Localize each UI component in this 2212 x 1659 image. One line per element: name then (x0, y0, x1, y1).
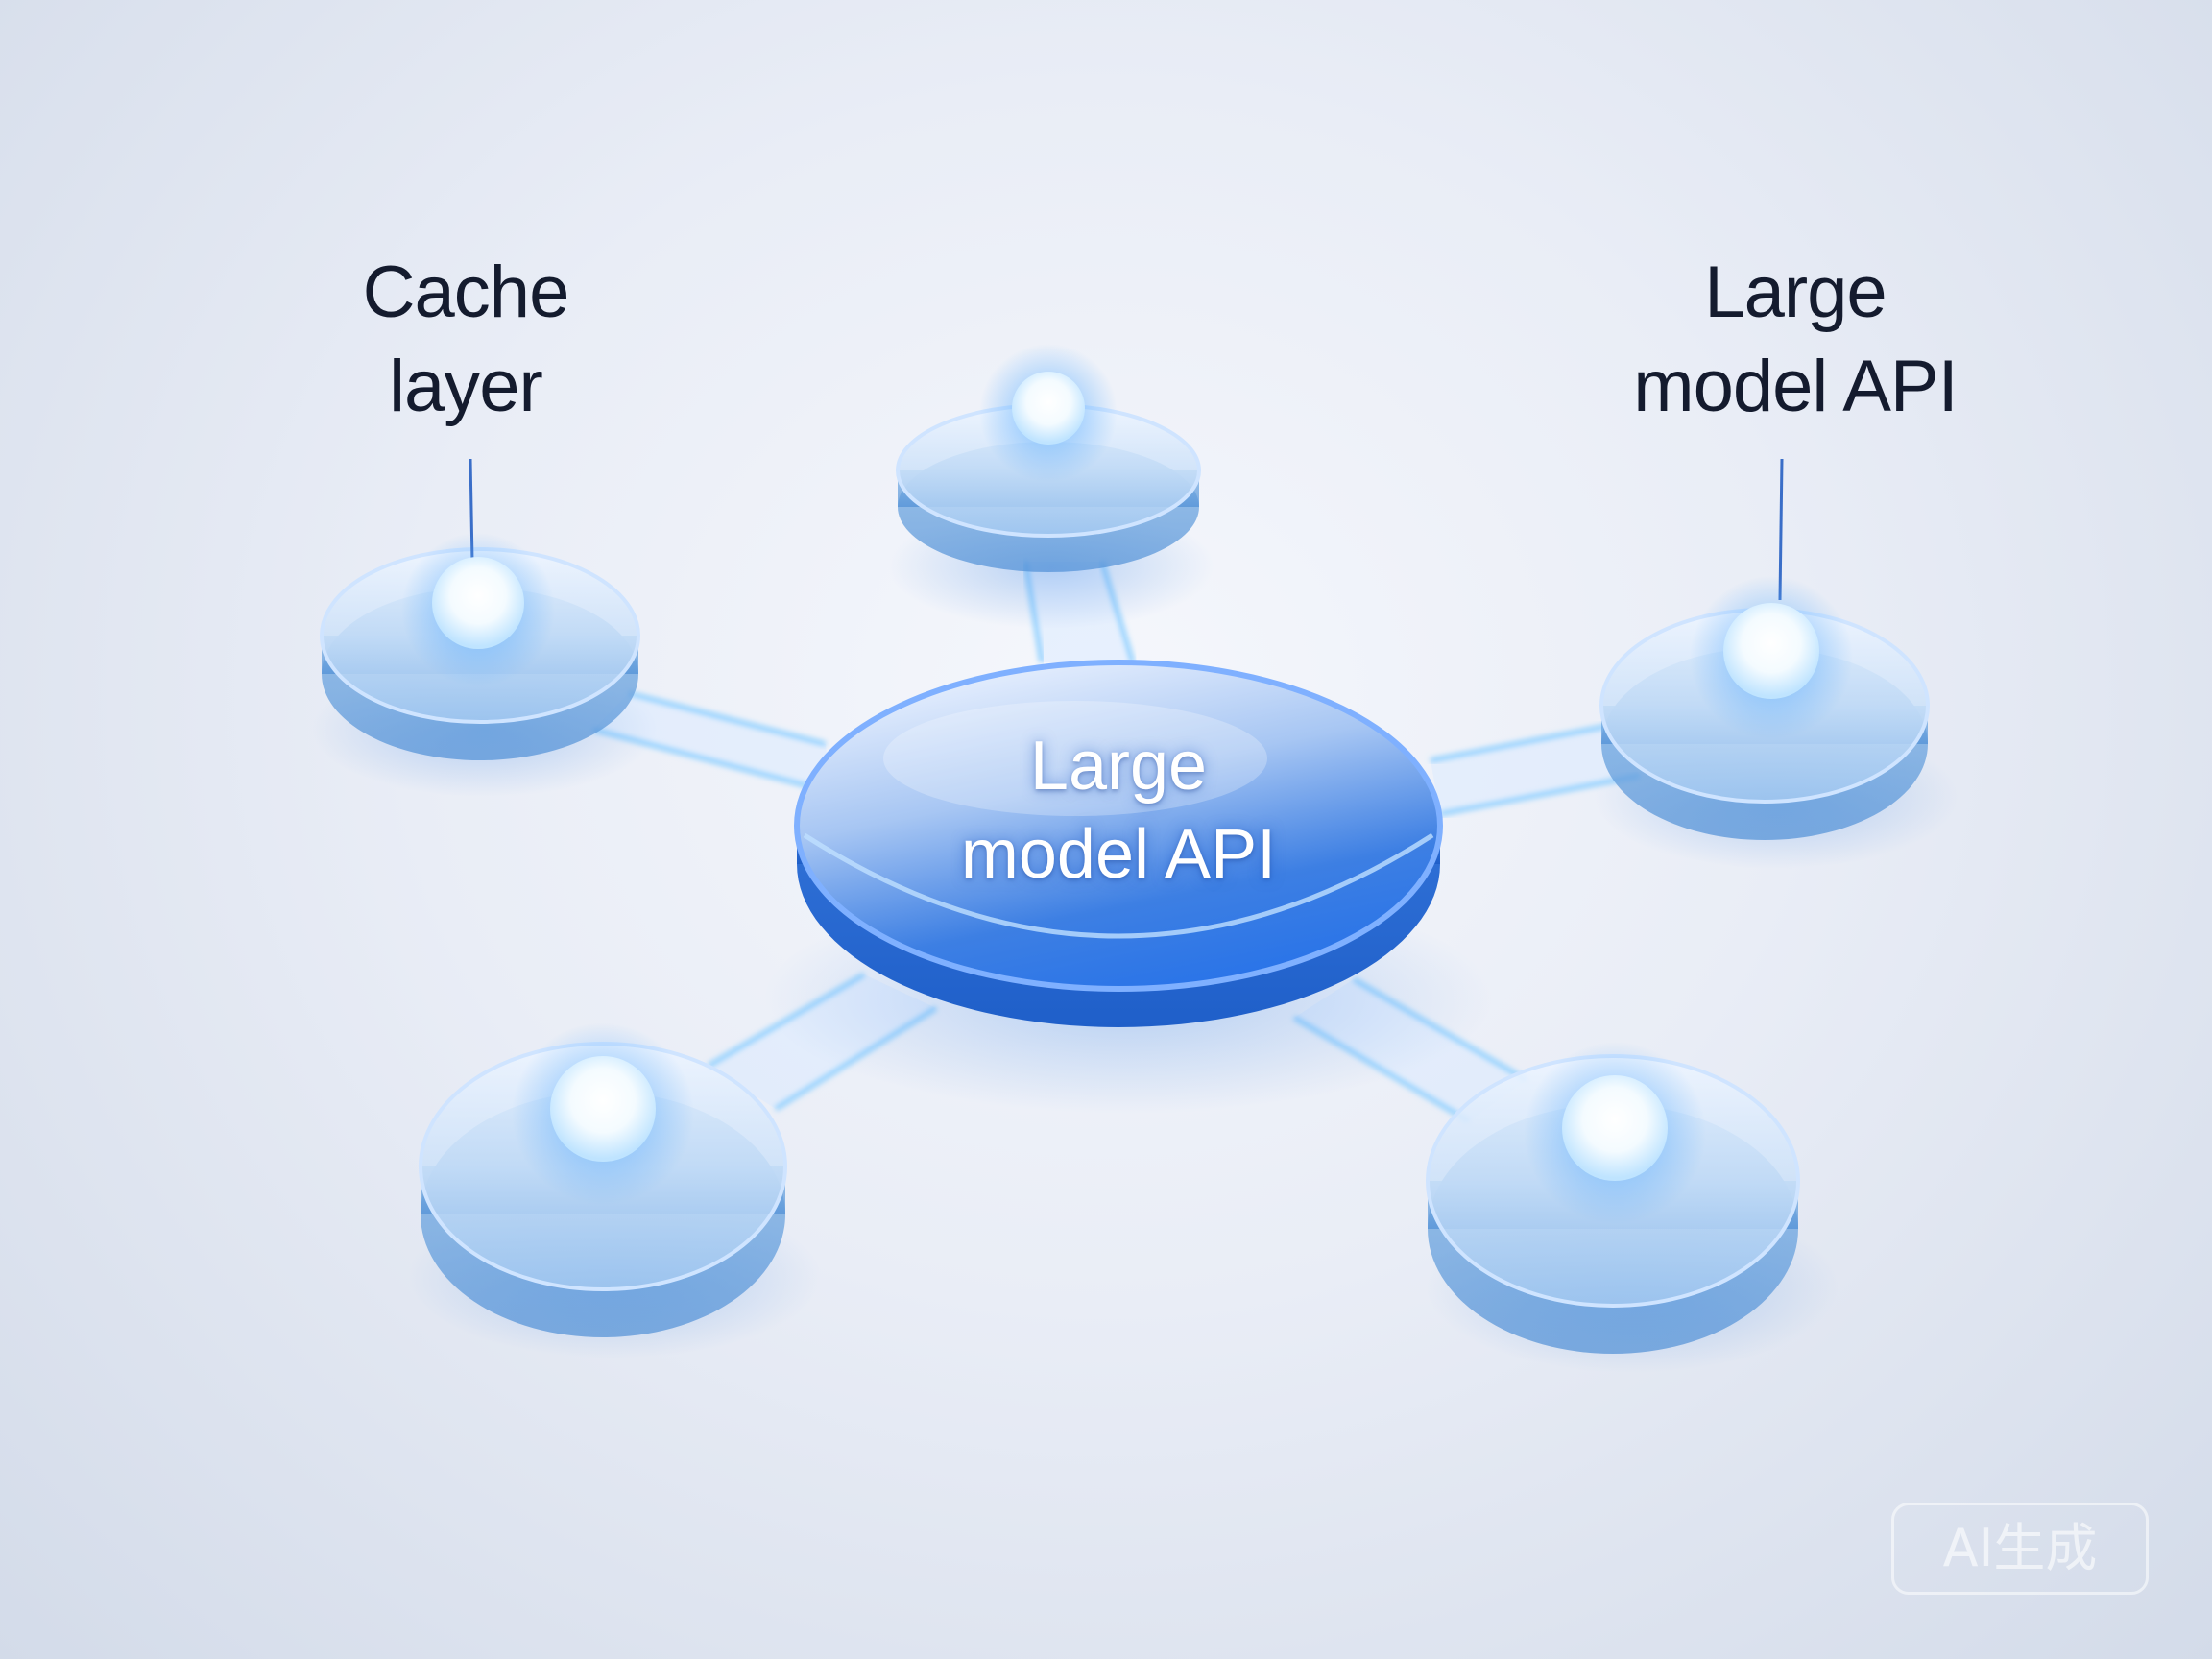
cache-layer-label: Cache layer (274, 246, 658, 434)
ai-generated-watermark: AI生成 (1891, 1503, 2149, 1595)
cache-label-line1: Cache (362, 252, 570, 333)
node-top (888, 344, 1214, 629)
api-label-line2: model API (1633, 346, 1958, 427)
large-model-api-label: Large model API (1536, 246, 2055, 434)
hub-label-line2: model API (960, 816, 1277, 893)
hub-disc (763, 660, 1493, 1114)
node-large-model-api (1594, 458, 1959, 869)
node-cache-layer (312, 458, 658, 797)
node-top-orb (1012, 372, 1085, 445)
node-api-orb (1723, 603, 1819, 699)
node-bottom-left (408, 1022, 821, 1358)
cache-label-line2: layer (389, 346, 543, 427)
node-bottom-right (1426, 1042, 1839, 1373)
api-pointer-line (1778, 458, 1784, 601)
node-cache-orb (432, 557, 524, 649)
node-bottom-right-orb (1562, 1075, 1668, 1181)
hub-label: Large model API (850, 722, 1387, 899)
api-label-line1: Large (1704, 252, 1887, 333)
node-bottom-left-orb (550, 1056, 656, 1162)
hub-label-line1: Large (1029, 728, 1208, 805)
